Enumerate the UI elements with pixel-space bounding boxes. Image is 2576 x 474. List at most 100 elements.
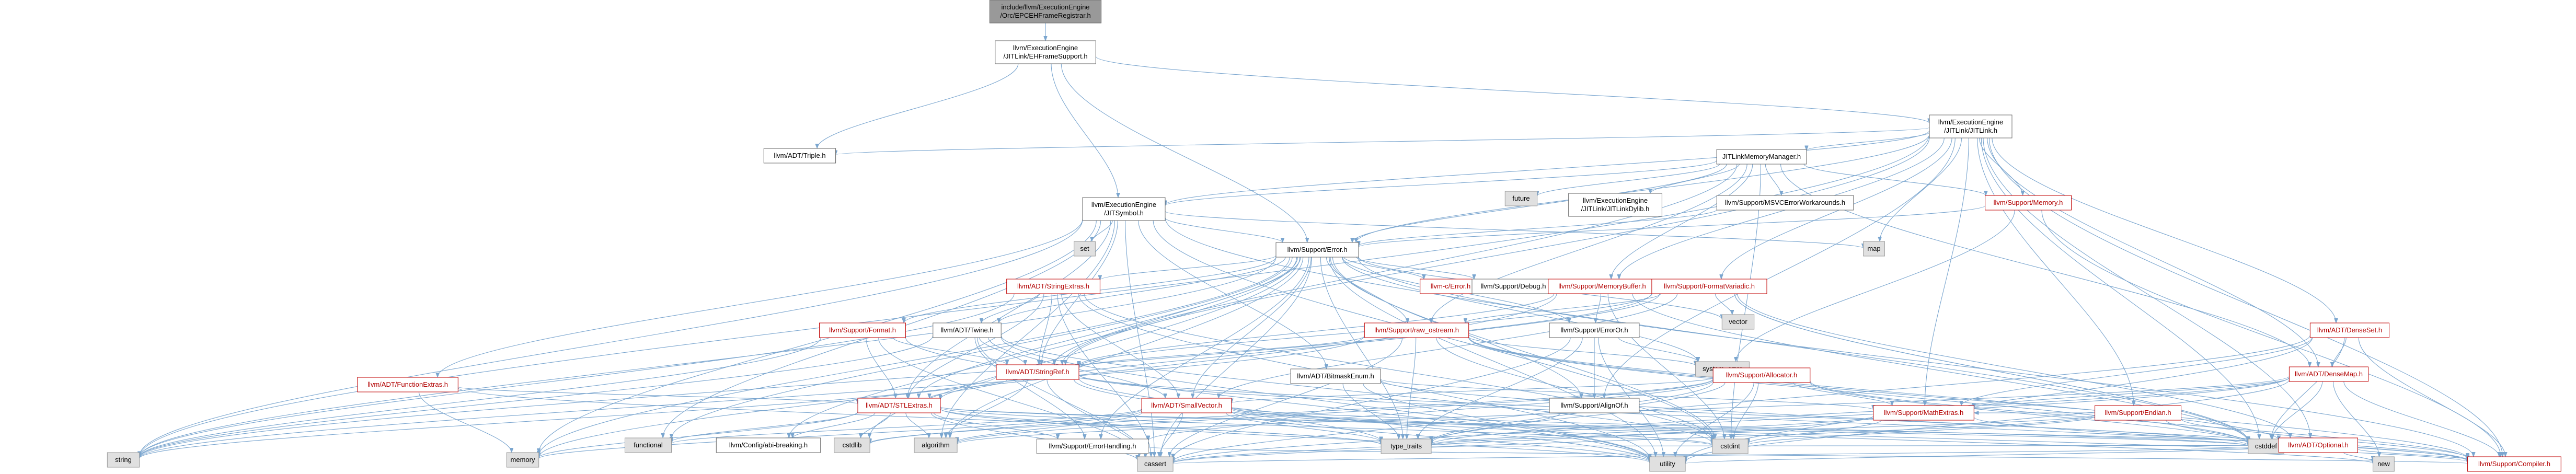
node-label: llvm/Support/MemoryBuffer.h bbox=[1558, 282, 1646, 290]
node-label: llvm/Support/ErrorHandling.h bbox=[1049, 442, 1136, 450]
node-erroror[interactable]: llvm/Support/ErrorOr.h bbox=[1549, 322, 1640, 338]
edge-formatvariadic-to-optional bbox=[1737, 293, 2291, 438]
node-jitehframe[interactable]: llvm/ExecutionEngine/JITLink/EHFrameSupp… bbox=[995, 40, 1096, 64]
dependency-nodes: include/llvm/ExecutionEngine/Orc/EPCEHFr… bbox=[107, 0, 2561, 472]
edge-error-to-smallvector bbox=[1193, 257, 1312, 398]
node-rawostream[interactable]: llvm/Support/raw_ostream.h bbox=[1364, 322, 1469, 338]
node-msvcerr[interactable]: llvm/Support/MSVCErrorWorkarounds.h bbox=[1716, 195, 1854, 211]
node-memory[interactable]: llvm/Support/Memory.h bbox=[1985, 195, 2072, 211]
node-root[interactable]: include/llvm/ExecutionEngine/Orc/EPCEHFr… bbox=[989, 0, 1102, 24]
edge-stringref-to-cstddef bbox=[1078, 374, 2248, 446]
edge-error-to-rawostream bbox=[1326, 257, 1407, 323]
edge-jitehframe-to-jitlink bbox=[1095, 56, 1929, 124]
node-box bbox=[933, 322, 1002, 338]
node-label: memory bbox=[511, 456, 535, 464]
node-optional[interactable]: llvm/ADT/Optional.h bbox=[2278, 437, 2358, 453]
node-mathextras[interactable]: llvm/Support/MathExtras.h bbox=[1873, 405, 1974, 421]
node-box bbox=[107, 452, 140, 468]
node-formatvariadic[interactable]: llvm/Support/FormatVariadic.h bbox=[1651, 279, 1767, 294]
edge-rawostream-to-cassert bbox=[1169, 337, 1403, 457]
edge-mathextras-to-cstdint bbox=[1748, 420, 1882, 444]
node-error[interactable]: llvm/Support/Error.h bbox=[1275, 242, 1359, 258]
node-label: llvm/Support/ErrorOr.h bbox=[1560, 326, 1628, 334]
edge-jitlink-to-mathextras bbox=[1925, 137, 1969, 406]
node-box bbox=[834, 437, 870, 453]
node-smallvector[interactable]: llvm/ADT/SmallVector.h bbox=[1141, 398, 1232, 413]
edge-stringref-to-stlextras bbox=[929, 379, 1008, 399]
edge-bitmaskenum-to-typetraits bbox=[1342, 383, 1399, 440]
node-label: cassert bbox=[1144, 460, 1166, 468]
edge-jitlink-to-densemap bbox=[1987, 137, 2318, 367]
node-box bbox=[2278, 437, 2358, 453]
edge-stlextras-to-cassert bbox=[930, 412, 1137, 460]
node-cerror[interactable]: llvm-c/Error.h bbox=[1420, 279, 1481, 294]
node-configabi[interactable]: llvm/Config/abi-breaking.h bbox=[716, 437, 821, 453]
node-functionextras[interactable]: llvm/ADT/FunctionExtras.h bbox=[357, 377, 458, 392]
edge-allocator-to-compiler bbox=[1810, 380, 2468, 459]
node-stlextras[interactable]: llvm/ADT/STLExtras.h bbox=[857, 398, 941, 413]
edge-twine-to-stringref bbox=[979, 337, 1026, 365]
node-box bbox=[1137, 456, 1174, 472]
node-label: llvm-c/Error.h bbox=[1431, 282, 1471, 290]
node-alignof[interactable]: llvm/Support/AlignOf.h bbox=[1549, 398, 1640, 413]
node-stringref[interactable]: llvm/ADT/StringRef.h bbox=[996, 364, 1079, 380]
node-box bbox=[1568, 193, 1662, 217]
node-box bbox=[1649, 456, 1686, 472]
edge-optional-to-typetraits bbox=[1431, 445, 2279, 446]
edge-error-to-stringextras bbox=[1100, 255, 1276, 281]
node-jitlinkmm[interactable]: JITLinkMemoryManager.h bbox=[1716, 149, 1807, 165]
node-jitlinkdylib[interactable]: llvm/ExecutionEngine/JITLink/JITLinkDyli… bbox=[1568, 193, 1662, 217]
edge-jitlink-to-endian bbox=[1977, 137, 2134, 406]
edge-formatvariadic-to-vector bbox=[1715, 293, 1732, 315]
edge-jitlinkmm-to-stringref bbox=[1062, 164, 1738, 365]
node-jitlink[interactable]: llvm/ExecutionEngine/JITLink/JITLink.h bbox=[1929, 114, 2012, 138]
node-box bbox=[1290, 368, 1381, 384]
node-densesetn[interactable]: llvm/ADT/DenseSet.h bbox=[2309, 322, 2389, 338]
node-box bbox=[506, 452, 539, 468]
edge-membuf-to-cstddef bbox=[1632, 293, 2248, 442]
node-bitmaskenum[interactable]: llvm/ADT/BitmaskEnum.h bbox=[1290, 368, 1381, 384]
node-label: new bbox=[2377, 460, 2390, 468]
node-compiler[interactable]: llvm/Support/Compiler.h bbox=[2467, 456, 2561, 472]
node-twine[interactable]: llvm/ADT/Twine.h bbox=[933, 322, 1002, 338]
edge-twine-to-utility bbox=[1000, 337, 1650, 461]
edge-allocator-to-smallvector bbox=[1232, 377, 1714, 404]
node-box bbox=[1721, 314, 1755, 330]
node-label: llvm/ExecutionEngine bbox=[1013, 44, 1078, 52]
edge-formatvariadic-to-rawostream bbox=[1465, 293, 1661, 323]
node-errorhandling[interactable]: llvm/Support/ErrorHandling.h bbox=[1036, 438, 1149, 454]
edge-twine-to-errorhandling bbox=[974, 337, 1085, 439]
node-box bbox=[2288, 366, 2368, 382]
edge-error-to-systemerror bbox=[1342, 257, 1698, 362]
edge-membuf-to-stringref bbox=[1079, 293, 1555, 366]
edge-endian-to-cstdint bbox=[1748, 416, 2096, 445]
node-stringextras[interactable]: llvm/ADT/StringExtras.h bbox=[1006, 279, 1100, 294]
edge-membuf-to-erroror bbox=[1596, 293, 1602, 323]
node-debug[interactable]: llvm/Support/Debug.h bbox=[1471, 279, 1555, 294]
edge-error-to-cstdint bbox=[1332, 257, 1715, 439]
edge-densemap-to-utility bbox=[1685, 379, 2290, 462]
edge-stlextras-to-memhdr bbox=[539, 411, 858, 458]
edge-stlextras-to-errorhandling bbox=[933, 412, 1057, 440]
edge-stringextras-to-smallvector bbox=[1061, 293, 1179, 398]
node-membuf[interactable]: llvm/Support/MemoryBuffer.h bbox=[1548, 279, 1657, 294]
node-triple[interactable]: llvm/ADT/Triple.h bbox=[763, 148, 836, 164]
edge-jitsymbol-to-string bbox=[140, 219, 1083, 456]
node-jitsymbol[interactable]: llvm/ExecutionEngine/JITSymbol.h bbox=[1082, 197, 1166, 221]
edge-memory-to-error bbox=[1359, 205, 1986, 248]
node-format[interactable]: llvm/Support/Format.h bbox=[819, 322, 906, 338]
node-box bbox=[995, 40, 1096, 64]
edge-jitlink-to-cstddef bbox=[1981, 137, 2259, 439]
node-box bbox=[1716, 195, 1854, 211]
node-densemap[interactable]: llvm/ADT/DenseMap.h bbox=[2288, 366, 2368, 382]
edge-smallvector-to-compiler bbox=[1231, 407, 2468, 463]
edge-functionextras-to-stlextras bbox=[457, 386, 858, 404]
node-box bbox=[1275, 242, 1359, 258]
node-allocator[interactable]: llvm/Support/Allocator.h bbox=[1712, 367, 1811, 383]
node-box bbox=[1141, 398, 1232, 413]
node-endian[interactable]: llvm/Support/Endian.h bbox=[2095, 405, 2182, 421]
node-cassert: cassert bbox=[1137, 456, 1174, 472]
node-box bbox=[1712, 438, 1749, 454]
node-label: llvm/Support/AlignOf.h bbox=[1560, 401, 1628, 409]
node-label: llvm/ADT/Triple.h bbox=[774, 152, 825, 159]
